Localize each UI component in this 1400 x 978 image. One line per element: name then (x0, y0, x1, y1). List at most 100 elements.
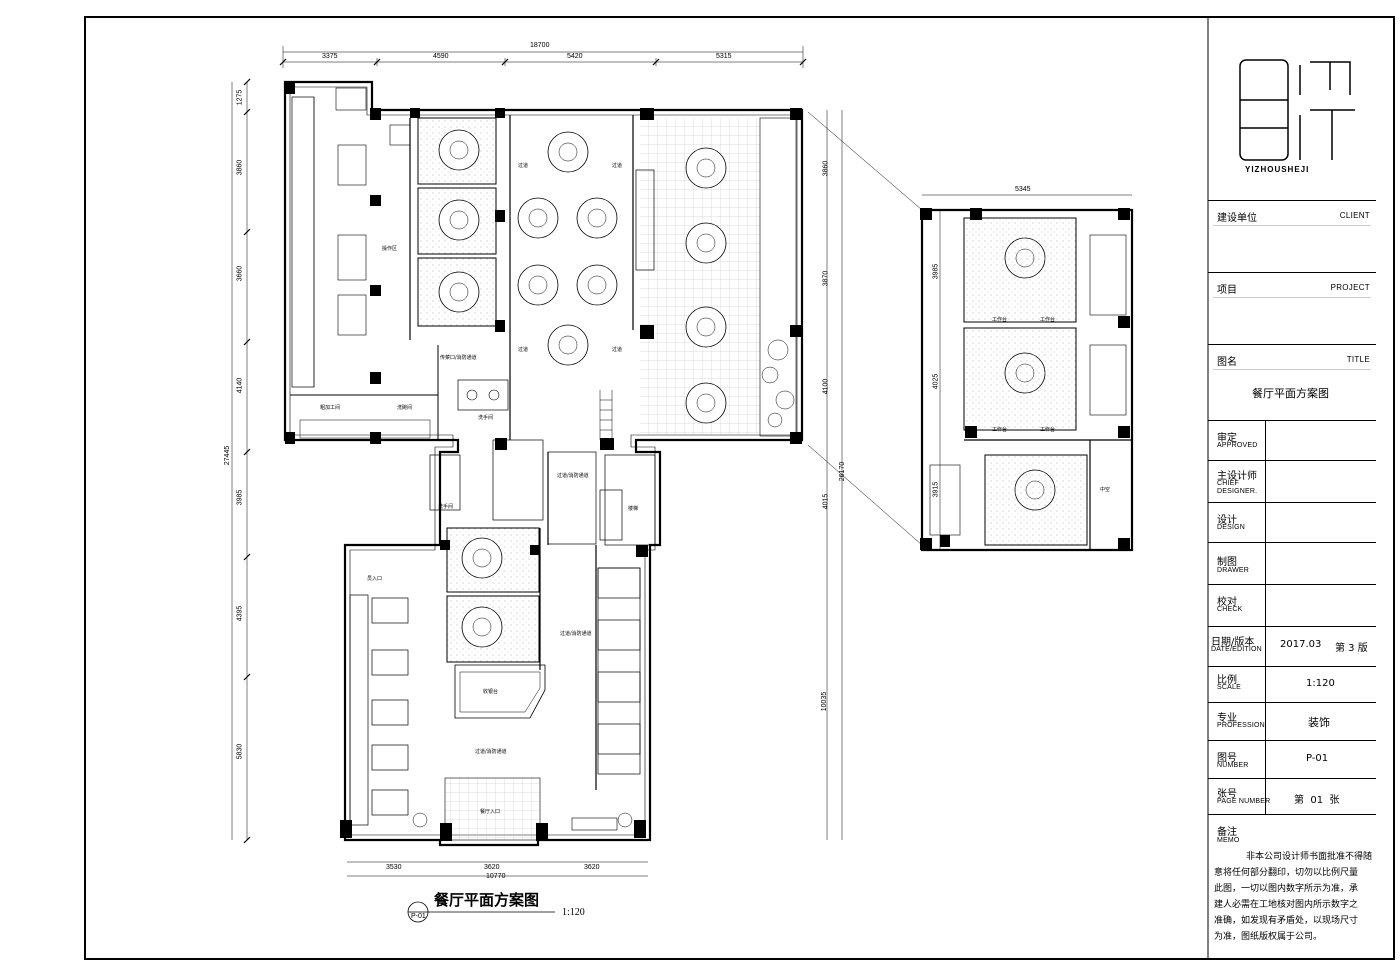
tb-drawer-label: 制图 (1217, 557, 1237, 568)
tb-memo: 备注 MEMO 非本公司设计师书面批准不得随 意将任何部分翻印，切勿以比例尺量 … (1208, 814, 1376, 959)
dim-top-seg: 5315 (716, 53, 732, 60)
plant-decor (412, 339, 795, 828)
dimension-ticks (243, 58, 807, 844)
dim-bottom-total: 10770 (486, 873, 506, 880)
dim-inset-left: 3915 (932, 481, 940, 498)
room-label-aisle: 过道 (518, 163, 529, 169)
room-label-atrium: 中空 (1100, 487, 1111, 493)
dim-inset-left: 3985 (932, 263, 940, 280)
tb-chief-label: 主设计师 (1217, 471, 1257, 482)
tb-client-label: 建设单位 (1217, 213, 1257, 224)
room-label-kitchen: 操作区 (382, 246, 398, 252)
room-label-prep: 粗加工间 (320, 405, 341, 411)
dim-right-seg: 3860 (822, 160, 830, 177)
tb-scale-label: 比例 (1217, 675, 1237, 686)
room-label-stair: 楼梯 (628, 506, 639, 512)
tb-approved-en: APPROVED (1217, 442, 1258, 449)
dim-left-seg: 5830 (236, 743, 244, 760)
dim-right-seg: 4015 (822, 493, 830, 510)
tb-chief-en1: CHIEF (1217, 480, 1239, 487)
room-label-aisle-fire: 过道/消防通道 (560, 631, 592, 637)
dim-top-seg: 5420 (567, 53, 583, 60)
room-label-main-entrance: 餐厅入口 (480, 809, 501, 815)
logo-mark (1239, 59, 1355, 161)
dim-inset-top: 5345 (1015, 186, 1031, 193)
room-label-aisle-fire: 过道/消防通道 (557, 473, 589, 479)
tb-memo-text: 非本公司设计师书面批准不得随 意将任何部分翻印，切勿以比例尺量 此图，一切以图内… (1214, 849, 1372, 945)
tb-design-en: DESIGN (1217, 524, 1246, 531)
tb-number: 图号 NUMBER P-01 (1208, 740, 1376, 779)
room-label-aisle-fire: 过道/消防通道 (475, 749, 507, 755)
tb-design-label: 设计 (1217, 515, 1237, 526)
dim-left-seg: 3660 (236, 265, 244, 282)
tb-profession-en: PROFESSION (1217, 722, 1265, 729)
plan-ref-symbol (407, 901, 555, 923)
inset-plan (807, 111, 1134, 552)
main-plan (283, 80, 804, 847)
tb-page-label: 张号 (1217, 789, 1237, 800)
dim-right-total: 26170 (839, 461, 847, 482)
room-label-handwash: 洗手间 (478, 415, 494, 421)
tb-scale: 比例 SCALE 1:120 (1208, 666, 1376, 703)
tb-title-value: 餐厅平面方案图 (1252, 387, 1329, 400)
tb-date-en: DATE/EDITION (1211, 646, 1262, 653)
room-label-cashier: 收银台 (483, 689, 499, 695)
dimension-lines (231, 46, 1132, 877)
dim-left-seg: 4395 (236, 605, 244, 622)
structural-columns (285, 82, 802, 841)
room-label-dish-pass: 传菜口/消防通道 (440, 355, 477, 361)
room-label-aisle: 过道 (612, 163, 623, 169)
tb-drawer: 制图 DRAWER (1208, 542, 1376, 585)
tb-check-en: CHECK (1217, 606, 1243, 613)
memo-line: 意将任何部分翻印，切勿以比例尺量 (1214, 868, 1359, 878)
tb-client: 建设单位 CLIENT (1208, 200, 1376, 272)
tb-project: 项目 PROJECT (1208, 272, 1376, 344)
tb-approved: 审定 APPROVED (1208, 420, 1376, 461)
room-label-sideboard: 工作台 (992, 427, 1008, 433)
tb-page-en: PAGE NUMBER (1217, 798, 1271, 805)
room-label-wash: 洗碗间 (397, 405, 413, 411)
tb-check-label: 校对 (1217, 597, 1237, 608)
tb-date-label: 日期/版本 (1211, 637, 1255, 648)
room-label-aisle: 过道 (612, 347, 623, 353)
memo-line: 准确，如发现有矛盾处，以现场尺寸 (1214, 916, 1359, 926)
tb-page: 张号 PAGE NUMBER 第 01 张 (1208, 778, 1376, 815)
dim-left-seg: 4140 (236, 377, 244, 394)
tb-number-value: P-01 (1306, 753, 1329, 764)
dim-top-total: 18700 (530, 42, 550, 49)
tb-number-en: NUMBER (1217, 762, 1249, 769)
tb-profession-value: 装饰 (1308, 716, 1330, 729)
plan-scale: 1:120 (562, 907, 585, 918)
memo-line: 此图，一切以图内数字所示为准，承 (1214, 884, 1359, 894)
tb-check: 校对 CHECK (1208, 584, 1376, 627)
room-label-sideboard: 工作台 (992, 317, 1008, 323)
dim-left-seg: 3860 (236, 159, 244, 176)
tb-memo-label: 备注 (1217, 827, 1237, 838)
memo-line: 建人必需在工地核对图内所示数字之 (1214, 900, 1359, 910)
tb-profession: 专业 PROFESSION 装饰 (1208, 702, 1376, 741)
tb-approved-label: 审定 (1217, 433, 1237, 444)
tb-design: 设计 DESIGN (1208, 502, 1376, 543)
dim-left-total: 27445 (224, 445, 232, 466)
tb-title: 图名 TITLE 餐厅平面方案图 (1208, 344, 1376, 420)
plan-ref: P-01 (411, 913, 426, 920)
plan-title: 餐厅平面方案图 (434, 891, 540, 909)
tb-date: 日期/版本 DATE/EDITION 2017.03 第 3 版 (1208, 626, 1376, 667)
tb-number-label: 图号 (1217, 753, 1237, 764)
inset-columns (920, 208, 1130, 550)
dim-top-seg: 3375 (322, 53, 338, 60)
sheet-frame (84, 16, 1395, 960)
dim-bottom-seg: 3620 (584, 864, 600, 871)
dim-right-seg: 4100 (822, 378, 830, 395)
room-label-sideboard: 工作台 (1040, 317, 1056, 323)
tb-memo-en: MEMO (1217, 837, 1240, 844)
tb-date-value: 2017.03 (1280, 639, 1322, 650)
tb-profession-label: 专业 (1217, 713, 1237, 724)
tb-date-edition: 第 3 版 (1335, 643, 1368, 654)
tb-client-en: CLIENT (1339, 211, 1370, 220)
dim-left-seg: 1275 (236, 89, 244, 106)
dim-right-seg: 3870 (822, 270, 830, 287)
tb-title-label: 图名 (1217, 357, 1237, 368)
tb-drawer-en: DRAWER (1217, 567, 1250, 574)
